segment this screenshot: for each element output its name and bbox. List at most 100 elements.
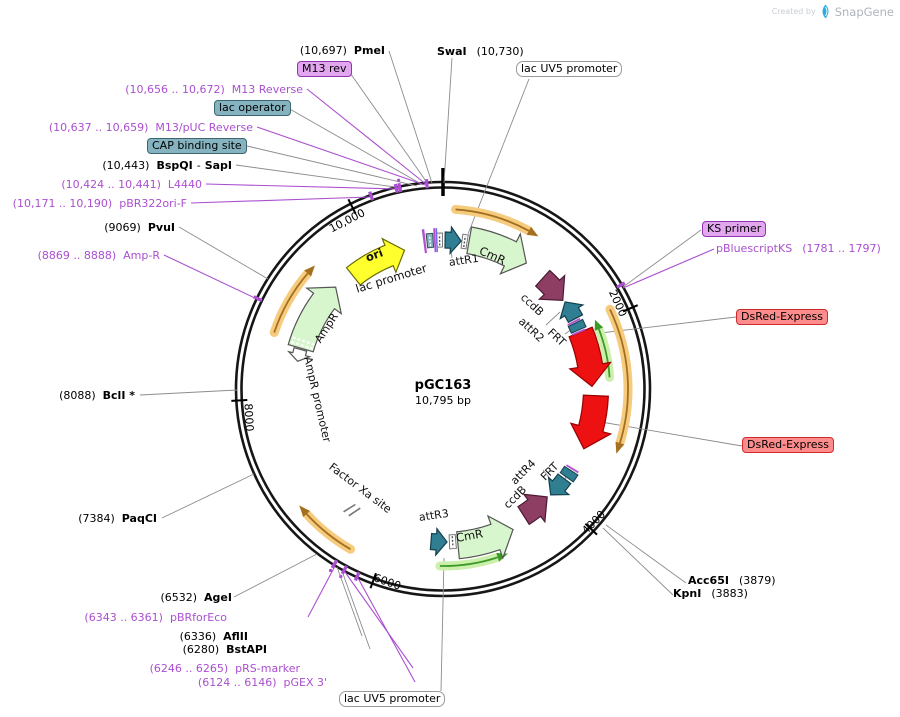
- paqci-leader: [161, 473, 255, 519]
- misc-arc-bottom-left-line: [305, 513, 351, 550]
- bstapi-name: BstAPI: [226, 643, 267, 656]
- ks-primer-leader: [622, 229, 702, 288]
- primer-stripe-3: [435, 228, 438, 253]
- m13-rev-mark: [424, 179, 429, 189]
- bspqi-sapi-separator: -: [196, 159, 201, 172]
- plasmid-name: pGC163: [414, 378, 472, 393]
- pbrforeco-mark: [330, 559, 339, 569]
- cmr-arrow-top: [466, 226, 528, 275]
- pbluescriptks-mark: [616, 281, 626, 289]
- callout-agei: (6532)AgeI: [160, 591, 232, 605]
- l4440-position: (10,424 .. 10,441): [61, 178, 161, 191]
- acc65i-name: Acc65I: [688, 574, 729, 587]
- watermark: Created by SnapGene: [772, 4, 894, 19]
- ccdb-arrow-bottom: [517, 493, 548, 526]
- callout-prs-marker: (6246 .. 6265) pRS-marker: [150, 662, 300, 676]
- bspqi-sapi-leader: [235, 164, 403, 189]
- ori-arrow: [345, 237, 406, 286]
- misc-arc-top-left-line: [273, 272, 309, 333]
- tick-6000: [369, 572, 377, 589]
- primer-stripe-frt-top: [571, 328, 586, 336]
- pvui-position: (9069): [104, 221, 141, 234]
- paqci-name: PaqCI: [121, 512, 157, 525]
- bcli-leader: [139, 389, 238, 396]
- m13puc-reverse-leader: [256, 126, 426, 186]
- dsred-orf-arrow-2: [569, 394, 613, 450]
- primer-dot-2: [397, 178, 401, 182]
- bstapi-position: (6280): [182, 643, 220, 656]
- m13puc-name: M13/pUC Reverse: [155, 121, 253, 134]
- pgex3-position: (6124 .. 6146): [197, 676, 277, 689]
- pbluescriptks-position: (1781 .. 1797): [802, 242, 881, 255]
- callout-bcli: (8088)BclI *: [59, 389, 135, 403]
- swai-name: SwaI: [437, 45, 467, 58]
- lac-uv5-promoter-label-top: lac UV5 promoter: [516, 61, 623, 77]
- callout-bstapi: (6280) BstAPI: [183, 643, 267, 657]
- l4440-mark: [397, 182, 403, 193]
- lac-operator-feature-label: lac operator: [214, 100, 291, 116]
- misc-arc-right-head: [615, 441, 625, 454]
- snapgene-logo-icon: [822, 4, 829, 19]
- callout-pbr322ori-f: (10,171 .. 10,190)pBR322ori-F: [13, 197, 187, 211]
- prs-marker-position: (6246 .. 6265): [149, 662, 229, 675]
- green-arc-right-line: [598, 328, 611, 378]
- attr3-arrow: [429, 526, 448, 557]
- callout-pvui: (9069) PvuI: [104, 221, 175, 235]
- plasmid-title: pGC163 10,795 bp: [373, 378, 513, 407]
- prs-marker-name: pRS-marker: [235, 662, 300, 675]
- aflii-leader: [336, 566, 363, 637]
- bspqi-position: (10,443): [102, 159, 150, 172]
- misc-arc-top-left-head: [304, 265, 315, 277]
- ks-primer-feature-label: KS primer: [702, 221, 767, 237]
- tick-8000: [231, 398, 248, 402]
- tick-2000: [622, 304, 639, 313]
- dsred-express-label-2: DsRed-Express: [742, 437, 835, 453]
- cap-binding-site-feature-label: CAP binding site: [147, 138, 247, 154]
- misc-arc-top-band: [451, 204, 534, 236]
- pvui-name: PvuI: [147, 221, 175, 234]
- tick-4000: [584, 522, 598, 536]
- paqci-position: (7384): [78, 512, 115, 525]
- callout-m13-reverse: (10,656 .. 10,672)M13 Reverse: [125, 83, 303, 97]
- tick-label-8000: 8000: [241, 403, 256, 432]
- agei-name: AgeI: [204, 591, 232, 604]
- ampr-tail-dash-1: [291, 335, 315, 346]
- callout-l4440: (10,424 .. 10,441)L4440: [61, 178, 202, 192]
- m13-rev-feature-label: M13 rev: [297, 61, 352, 77]
- attr1-arrow: [444, 225, 462, 256]
- l4440-leader: [205, 183, 400, 190]
- pmei-leader: [388, 50, 433, 184]
- pbrforeco-name: pBRforEco: [169, 611, 227, 624]
- prs-marker-mark: [340, 565, 348, 575]
- lac-operator-site-hatch: [428, 235, 432, 247]
- ampr-tail-dash-0: [289, 340, 314, 350]
- m13-rev-leader: [347, 69, 429, 185]
- attr2-connector: [545, 311, 561, 326]
- dsred-orf-arrow-1: [568, 326, 612, 388]
- m13-reverse-name: M13 Reverse: [231, 83, 303, 96]
- pmei-name: PmeI: [353, 44, 385, 57]
- callout-amp-r: (8869 .. 8888)Amp-R: [38, 249, 160, 263]
- amp-r-leader: [163, 254, 258, 300]
- callout-paqci: (7384) PaqCI: [78, 512, 157, 526]
- callout-acc65i: Acc65I(3879): [688, 574, 776, 588]
- acc65i-leader: [605, 524, 687, 584]
- misc-arc-bottom-left-head: [299, 505, 310, 518]
- swai-position: (10,730): [476, 45, 524, 58]
- pbr322ori-position: (10,171 .. 10,190): [12, 197, 113, 210]
- aflii-position: (6336): [179, 630, 217, 643]
- green-arc-right-head: [594, 319, 604, 331]
- frt-site-bottom: [559, 465, 579, 483]
- kpni-leader: [602, 527, 674, 596]
- frt-site-top: [567, 318, 587, 334]
- tick-10000: [347, 198, 357, 215]
- pbluescriptks-name: pBluescriptKS: [716, 242, 793, 255]
- kpni-name: KpnI: [673, 587, 702, 600]
- m13-reverse-leader: [306, 88, 428, 186]
- pbr322ori-mark: [368, 191, 375, 201]
- pvui-leader: [178, 226, 269, 280]
- pgex3-leader: [357, 577, 416, 683]
- ampr-promoter-arrow: [286, 346, 312, 362]
- primer-stripe-2: [433, 228, 437, 253]
